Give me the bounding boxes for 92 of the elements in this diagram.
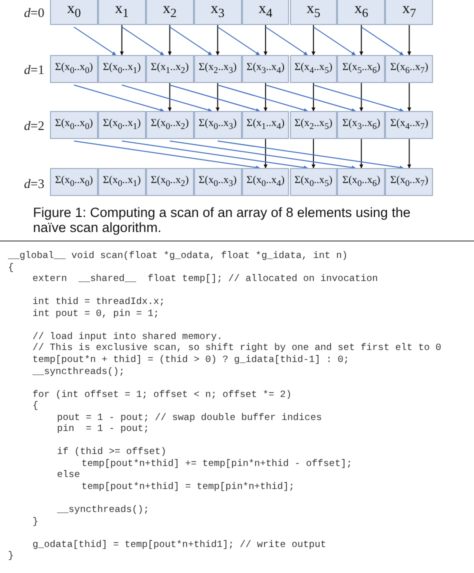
arrow <box>311 138 316 168</box>
array-cell: Σ(x$_{0}$..x$_{0}$) <box>50 55 98 83</box>
arrow <box>168 82 172 112</box>
arrow <box>73 84 164 112</box>
array-cell: Σ(x$_{1}$..x$_{2}$) <box>146 55 194 83</box>
code-line: temp[pout*n+thid] = temp[pin*n+thid]; <box>82 481 295 492</box>
arrow <box>407 82 412 112</box>
code-line: temp[pout*n+thid] += temp[pin*n+thid - offset]; <box>82 458 352 469</box>
code-line: pout = 1 - pout; // swap double buffer indices <box>57 412 322 423</box>
code-line: __syncthreads(); <box>32 366 125 376</box>
code-line: { <box>8 262 14 273</box>
arrow <box>217 140 404 170</box>
arrow <box>311 82 316 112</box>
arrow <box>216 82 220 112</box>
array-cell: Σ(x$_{3}$..x$_{6}$) <box>337 111 386 139</box>
arrow <box>264 138 268 168</box>
arrow <box>121 26 164 56</box>
arrow <box>265 84 356 112</box>
code-line: } <box>8 550 14 562</box>
array-cell: x$_{5}$ <box>290 0 338 25</box>
code-line: // This is exclusive scan, so shift right by one and set first elt to 0 <box>32 342 442 354</box>
arrow <box>407 24 412 56</box>
arrow <box>169 140 356 170</box>
array-cell: x$_{0}$ <box>50 0 98 25</box>
code-line: for (int offset = 1; offset < n; offset *= 2) <box>32 388 292 400</box>
arrow <box>359 138 364 168</box>
arrow <box>169 84 260 112</box>
arrow <box>264 82 268 112</box>
code-line: if (thid >= offset) <box>57 446 166 458</box>
row-label: d=2 <box>24 118 44 134</box>
array-cell: x$_{7}$ <box>385 0 434 25</box>
arrow <box>265 26 308 56</box>
array-cell: Σ(x$_{0}$..x$_{1}$) <box>98 111 146 139</box>
array-cell: Σ(x$_{0}$..x$_{7}$) <box>385 168 434 196</box>
array-cell: Σ(x$_{6}$..x$_{7}$) <box>385 55 434 83</box>
array-cell: Σ(x$_{0}$..x$_{3}$) <box>194 168 242 196</box>
array-cell: Σ(x$_{2}$..x$_{5}$) <box>290 111 338 139</box>
array-cell: Σ(x$_{0}$..x$_{1}$) <box>98 168 146 196</box>
arrow <box>121 84 212 112</box>
arrow <box>359 24 364 56</box>
array-cell: Σ(x$_{0}$..x$_{0}$) <box>50 111 98 139</box>
code-line: else <box>57 469 80 480</box>
array-cell: Σ(x$_{3}$..x$_{4}$) <box>242 55 290 83</box>
arrow <box>312 84 404 112</box>
arrow <box>217 84 308 112</box>
array-cell: Σ(x$_{0}$..x$_{2}$) <box>146 168 194 196</box>
arrow <box>360 26 404 56</box>
code-line: } <box>32 516 38 527</box>
array-cell: Σ(x$_{0}$..x$_{5}$) <box>290 168 338 196</box>
code-line: int thid = threadIdx.x; <box>32 296 165 308</box>
arrow <box>73 26 116 56</box>
code-line: extern __shared__ float temp[]; // allocated on invocation <box>32 273 378 284</box>
array-cell: Σ(x$_{4}$..x$_{5}$) <box>290 55 338 83</box>
row-label: d=0 <box>24 5 44 21</box>
code-line: { <box>32 400 38 412</box>
arrow <box>217 26 260 56</box>
row-label: d=3 <box>24 176 44 192</box>
arrow <box>264 24 268 56</box>
array-cell: x$_{4}$ <box>242 0 290 25</box>
arrow <box>359 82 364 112</box>
array-cell: Σ(x$_{2}$..x$_{3}$) <box>194 55 242 83</box>
figure-caption: Figure 1: Computing a scan of an array of 8 elements using the naïve scan algorithm. <box>33 205 412 235</box>
arrow <box>311 24 316 56</box>
row-label: d=1 <box>24 62 44 78</box>
array-cell: Σ(x$_{0}$..x$_{6}$) <box>337 168 386 196</box>
code-line: temp[pout*n + thid] = (thid > 0) ? g_idata[thid-1] : 0; <box>32 354 350 365</box>
array-cell: x$_{3}$ <box>194 0 242 25</box>
array-cell: Σ(x$_{0}$..x$_{2}$) <box>146 111 194 139</box>
array-cell: x$_{6}$ <box>337 0 386 25</box>
arrow <box>73 140 260 170</box>
code-line: g_odata[thid] = temp[pout*n+thid1]; // write output <box>32 538 326 550</box>
code-line: int pout = 0, pin = 1; <box>32 308 160 319</box>
array-cell: x$_{2}$ <box>146 0 194 25</box>
array-cell: Σ(x$_{4}$..x$_{7}$) <box>385 111 434 139</box>
arrow <box>120 24 124 56</box>
arrow <box>168 24 172 56</box>
array-cell: Σ(x$_{5}$..x$_{6}$) <box>337 55 386 83</box>
arrow <box>312 26 356 56</box>
array-cell: Σ(x$_{0}$..x$_{0}$) <box>50 168 98 196</box>
array-cell: Σ(x$_{0}$..x$_{1}$) <box>98 55 146 83</box>
array-cell: Σ(x$_{1}$..x$_{4}$) <box>242 111 290 139</box>
array-cell: x$_{1}$ <box>98 0 146 25</box>
array-cell: Σ(x$_{0}$..x$_{3}$) <box>194 111 242 139</box>
arrow <box>216 24 220 56</box>
array-cell: Σ(x$_{0}$..x$_{4}$) <box>242 168 290 196</box>
code-line: __syncthreads(); <box>57 504 150 516</box>
code-line: // load input into shared memory. <box>32 330 222 342</box>
code-line: pin = 1 - pout; <box>57 423 150 434</box>
arrow <box>169 26 212 56</box>
arrow <box>407 138 412 168</box>
arrow <box>121 140 308 170</box>
code-line: __global__ void scan(float *g_odata, float *g_idata, int n) <box>8 250 348 261</box>
